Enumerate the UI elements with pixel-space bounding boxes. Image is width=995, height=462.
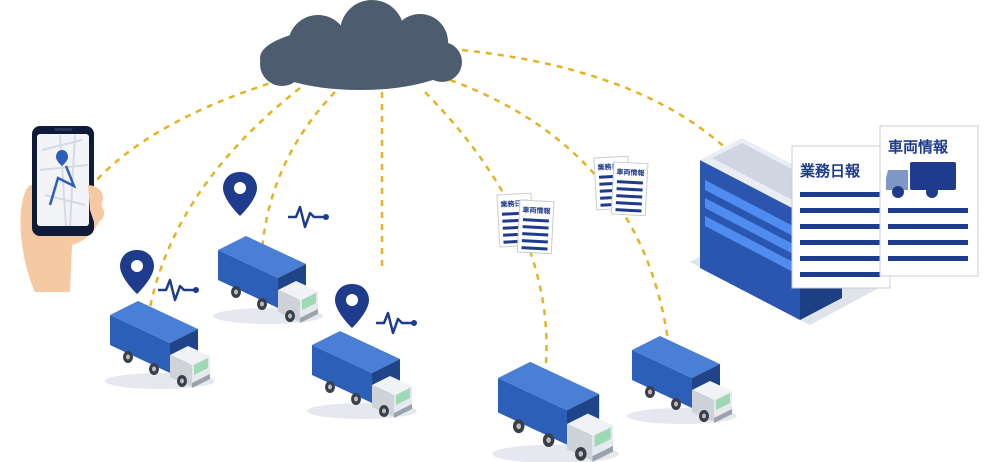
- location-pin-icon: [120, 250, 154, 294]
- document-label: 業務日報: [499, 198, 529, 209]
- connection-line-building: [461, 48, 739, 161]
- pulse-icon: [374, 311, 419, 335]
- document-icon: 業務日報: [496, 192, 535, 248]
- document-icon: 車両情報: [516, 199, 555, 255]
- document-label: 業務日報: [596, 161, 626, 172]
- document-icon: 業務日報: [593, 155, 632, 211]
- smartphone-icon: [20, 126, 105, 292]
- truck-icon: [307, 331, 417, 419]
- location-pin-icon: [223, 172, 257, 216]
- document-title: 車両情報: [888, 138, 949, 156]
- connection-line-truck-1: [146, 87, 301, 319]
- document-label: 車両情報: [522, 205, 551, 216]
- connection-line-truck-2: [260, 91, 336, 251]
- document-title: 業務日報: [799, 162, 861, 180]
- truck-icon: [105, 301, 215, 389]
- truck-icon: [886, 162, 956, 198]
- location-pin-icon: [335, 284, 369, 328]
- document-icon: 車両情報: [879, 125, 979, 277]
- cloud-icon: [260, 0, 462, 90]
- truck-icon: [492, 361, 619, 462]
- document-icon: 車両情報: [610, 161, 649, 217]
- document-label: 車両情報: [616, 167, 645, 178]
- truck-icon: [213, 236, 323, 324]
- pulse-icon: [286, 205, 331, 229]
- pulse-icon: [156, 278, 201, 302]
- document-icon: 業務日報: [791, 145, 891, 289]
- truck-icon: [627, 336, 737, 424]
